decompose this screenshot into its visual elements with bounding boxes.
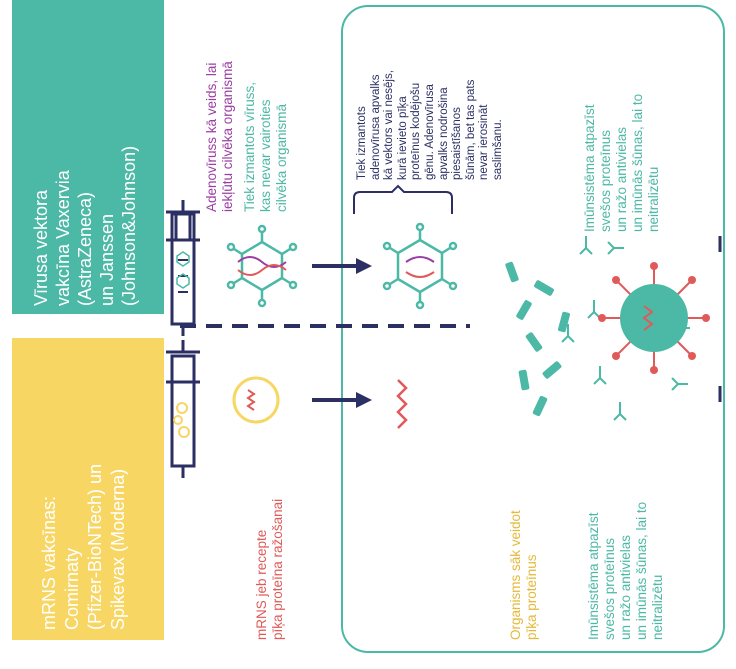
syringe-icon xyxy=(166,200,200,336)
antibody-icon xyxy=(561,236,690,421)
mrna-strand-icon xyxy=(232,376,280,424)
vector-vaccine-label: Vīrusa vektora vakcīna Vaxervia (AstraZe… xyxy=(31,145,139,306)
spike-protein-icon xyxy=(505,261,571,417)
dna-icon xyxy=(237,256,287,276)
dna-icon xyxy=(405,256,435,278)
mrna-immune-response-text: Imūnsistēma atpazīst svešos proteīnus un… xyxy=(586,501,665,640)
adenovirus-shell-note: Tiek izmantots adenovīrusa apvalks kā ve… xyxy=(356,70,504,180)
mrna-strand-icon xyxy=(396,379,408,429)
brace-bracket xyxy=(353,184,453,214)
coronavirus-icon xyxy=(598,262,710,374)
process-panel-outline xyxy=(341,5,725,653)
vector-vaccine-box xyxy=(12,0,164,314)
adenovirus-icon xyxy=(382,222,458,310)
arrow-icon xyxy=(312,258,372,274)
syringe-icon xyxy=(166,340,200,478)
adenovirus-icon xyxy=(176,251,190,289)
adenovirus-nonreplicating-text: Tiek izmantots vīruss, kas nevar vairoti… xyxy=(242,81,289,212)
vector-immune-response-text: Imūnsistēma atpazīst svešos proteīnus un… xyxy=(582,93,661,232)
arrow-icon xyxy=(312,392,372,408)
mrna-vaccine-label: mRNS vakcīnas: Comirnaty (Pfizer-BioNTec… xyxy=(39,463,128,630)
adenovirus-route-text: Adenovīruss kā veids, lai iekļūtu cilvēk… xyxy=(204,61,235,212)
adenovirus-icon xyxy=(226,224,298,308)
mrna-recipe-text: mRNS jeb recepte pīķa proteīna ražošanai xyxy=(254,498,285,640)
organism-spike-text: Organisms sāk veidot pīķa proteīnus xyxy=(508,510,539,640)
mrna-vaccine-box xyxy=(12,338,164,640)
